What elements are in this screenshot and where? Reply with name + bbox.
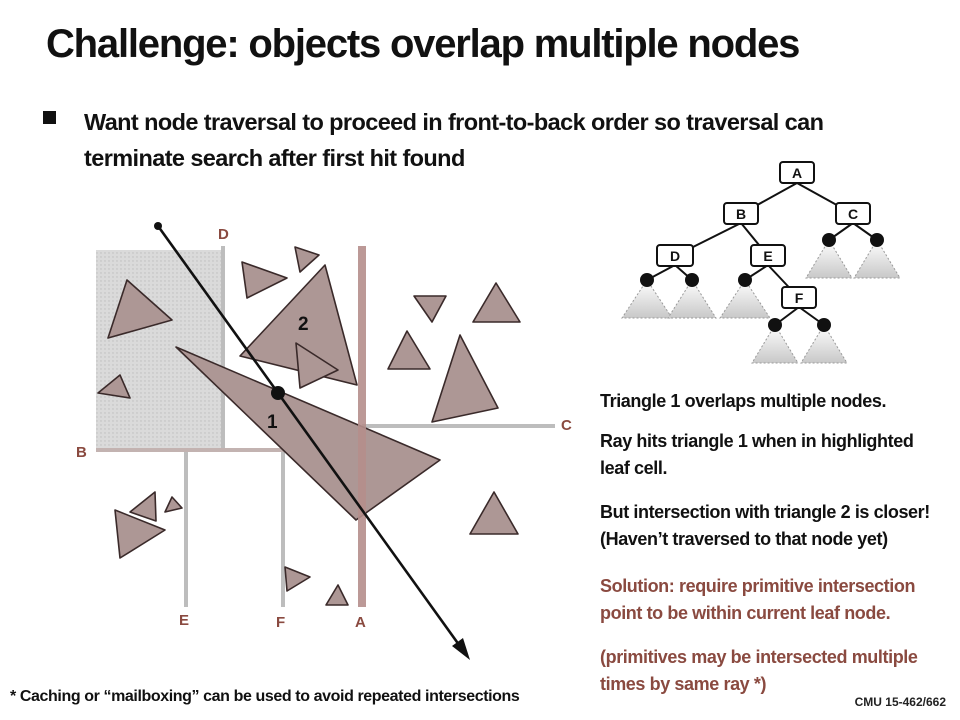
note-ray-hit: Ray hits triangle 1 when in highlighted … <box>600 428 950 482</box>
note-overlap-text: Triangle 1 overlaps multiple nodes. <box>600 391 887 411</box>
ray-origin-dot <box>154 222 162 230</box>
triangle-2-label: 2 <box>298 314 309 335</box>
tree-node-c: C <box>848 206 858 222</box>
split-label-d: D <box>218 226 229 243</box>
note-solution-line-1: Solution: require primitive intersection <box>600 576 916 596</box>
note-ray-hit-line-1: Ray hits triangle 1 when in highlighted <box>600 431 914 451</box>
note-overlap: Triangle 1 overlaps multiple nodes. <box>600 388 950 415</box>
triangle <box>107 279 173 339</box>
triangle <box>387 330 431 370</box>
tree-node-d: D <box>670 248 680 264</box>
tree-node-a: A <box>792 165 802 181</box>
tree-node-f-box <box>781 286 817 309</box>
highlighted-leaf-cell <box>96 250 223 448</box>
tree-leaf-dot <box>768 318 782 332</box>
triangle <box>431 334 499 423</box>
note-solution: Solution: require primitive intersection… <box>600 573 950 627</box>
subtree <box>621 279 673 319</box>
split-label-b: B <box>76 444 87 461</box>
triangle <box>164 496 183 513</box>
subtree <box>800 324 848 364</box>
tree-leaf-dot <box>640 273 654 287</box>
tree-leaf-dot <box>817 318 831 332</box>
subtree <box>667 279 717 319</box>
triangle <box>284 566 311 592</box>
tree-node-e: E <box>763 248 772 264</box>
split-label-a: A <box>355 614 366 631</box>
note-closer-hit-line-1: But intersection with triangle 2 is clos… <box>600 502 930 522</box>
triangle <box>325 584 349 606</box>
split-label-f: F <box>276 614 285 631</box>
triangle <box>295 342 339 389</box>
slide-title: Challenge: objects overlap multiple node… <box>46 22 800 66</box>
tree-node-b-box <box>723 202 759 225</box>
bullet-marker <box>43 111 56 124</box>
triangle-1-label: 1 <box>267 412 278 433</box>
tree-node-e-box <box>750 244 786 267</box>
triangle <box>469 491 519 535</box>
subtree <box>719 279 771 319</box>
note-multiple-intersections: (primitives may be intersected multiple … <box>600 644 950 698</box>
course-label: CMU 15-462/662 <box>854 695 946 709</box>
triangle <box>97 374 131 399</box>
footnote: * Caching or “mailboxing” can be used to… <box>10 688 520 705</box>
tree-node-d-box <box>656 244 694 267</box>
bullet-line-1: Want node traversal to proceed in front-… <box>84 109 824 135</box>
subtree <box>853 239 901 279</box>
tree-node-a-box <box>779 161 815 184</box>
subtree <box>751 324 799 364</box>
tree-leaf-dot <box>870 233 884 247</box>
note-solution-line-2: point to be within current leaf node. <box>600 603 891 623</box>
triangle <box>472 282 521 323</box>
ray-hit-point <box>271 386 285 400</box>
bullet-line-2: terminate search after first hit found <box>84 145 465 171</box>
note-closer-hit: But intersection with triangle 2 is clos… <box>600 499 950 553</box>
ray-arrowhead <box>452 638 470 660</box>
note-multiple-intersections-line-2: times by same ray *) <box>600 674 767 694</box>
tree-node-b: B <box>736 206 746 222</box>
note-multiple-intersections-line-1: (primitives may be intersected multiple <box>600 647 918 667</box>
tree-leaf-dot <box>738 273 752 287</box>
triangle <box>413 295 447 323</box>
triangle <box>294 246 320 273</box>
ray <box>156 225 464 650</box>
tree-node-c-box <box>835 202 871 225</box>
bullet-text: Want node traversal to proceed in front-… <box>84 104 844 176</box>
subtree <box>805 239 853 279</box>
tree-leaf-dot <box>685 273 699 287</box>
tree-node-f: F <box>795 290 804 306</box>
split-label-e: E <box>179 612 189 629</box>
triangle <box>241 261 288 299</box>
note-closer-hit-line-2: (Haven’t traversed to that node yet) <box>600 529 888 549</box>
triangle <box>129 491 157 522</box>
note-ray-hit-line-2: leaf cell. <box>600 458 668 478</box>
triangle <box>114 509 166 559</box>
split-label-c: C <box>561 417 572 434</box>
tree-leaf-dot <box>822 233 836 247</box>
